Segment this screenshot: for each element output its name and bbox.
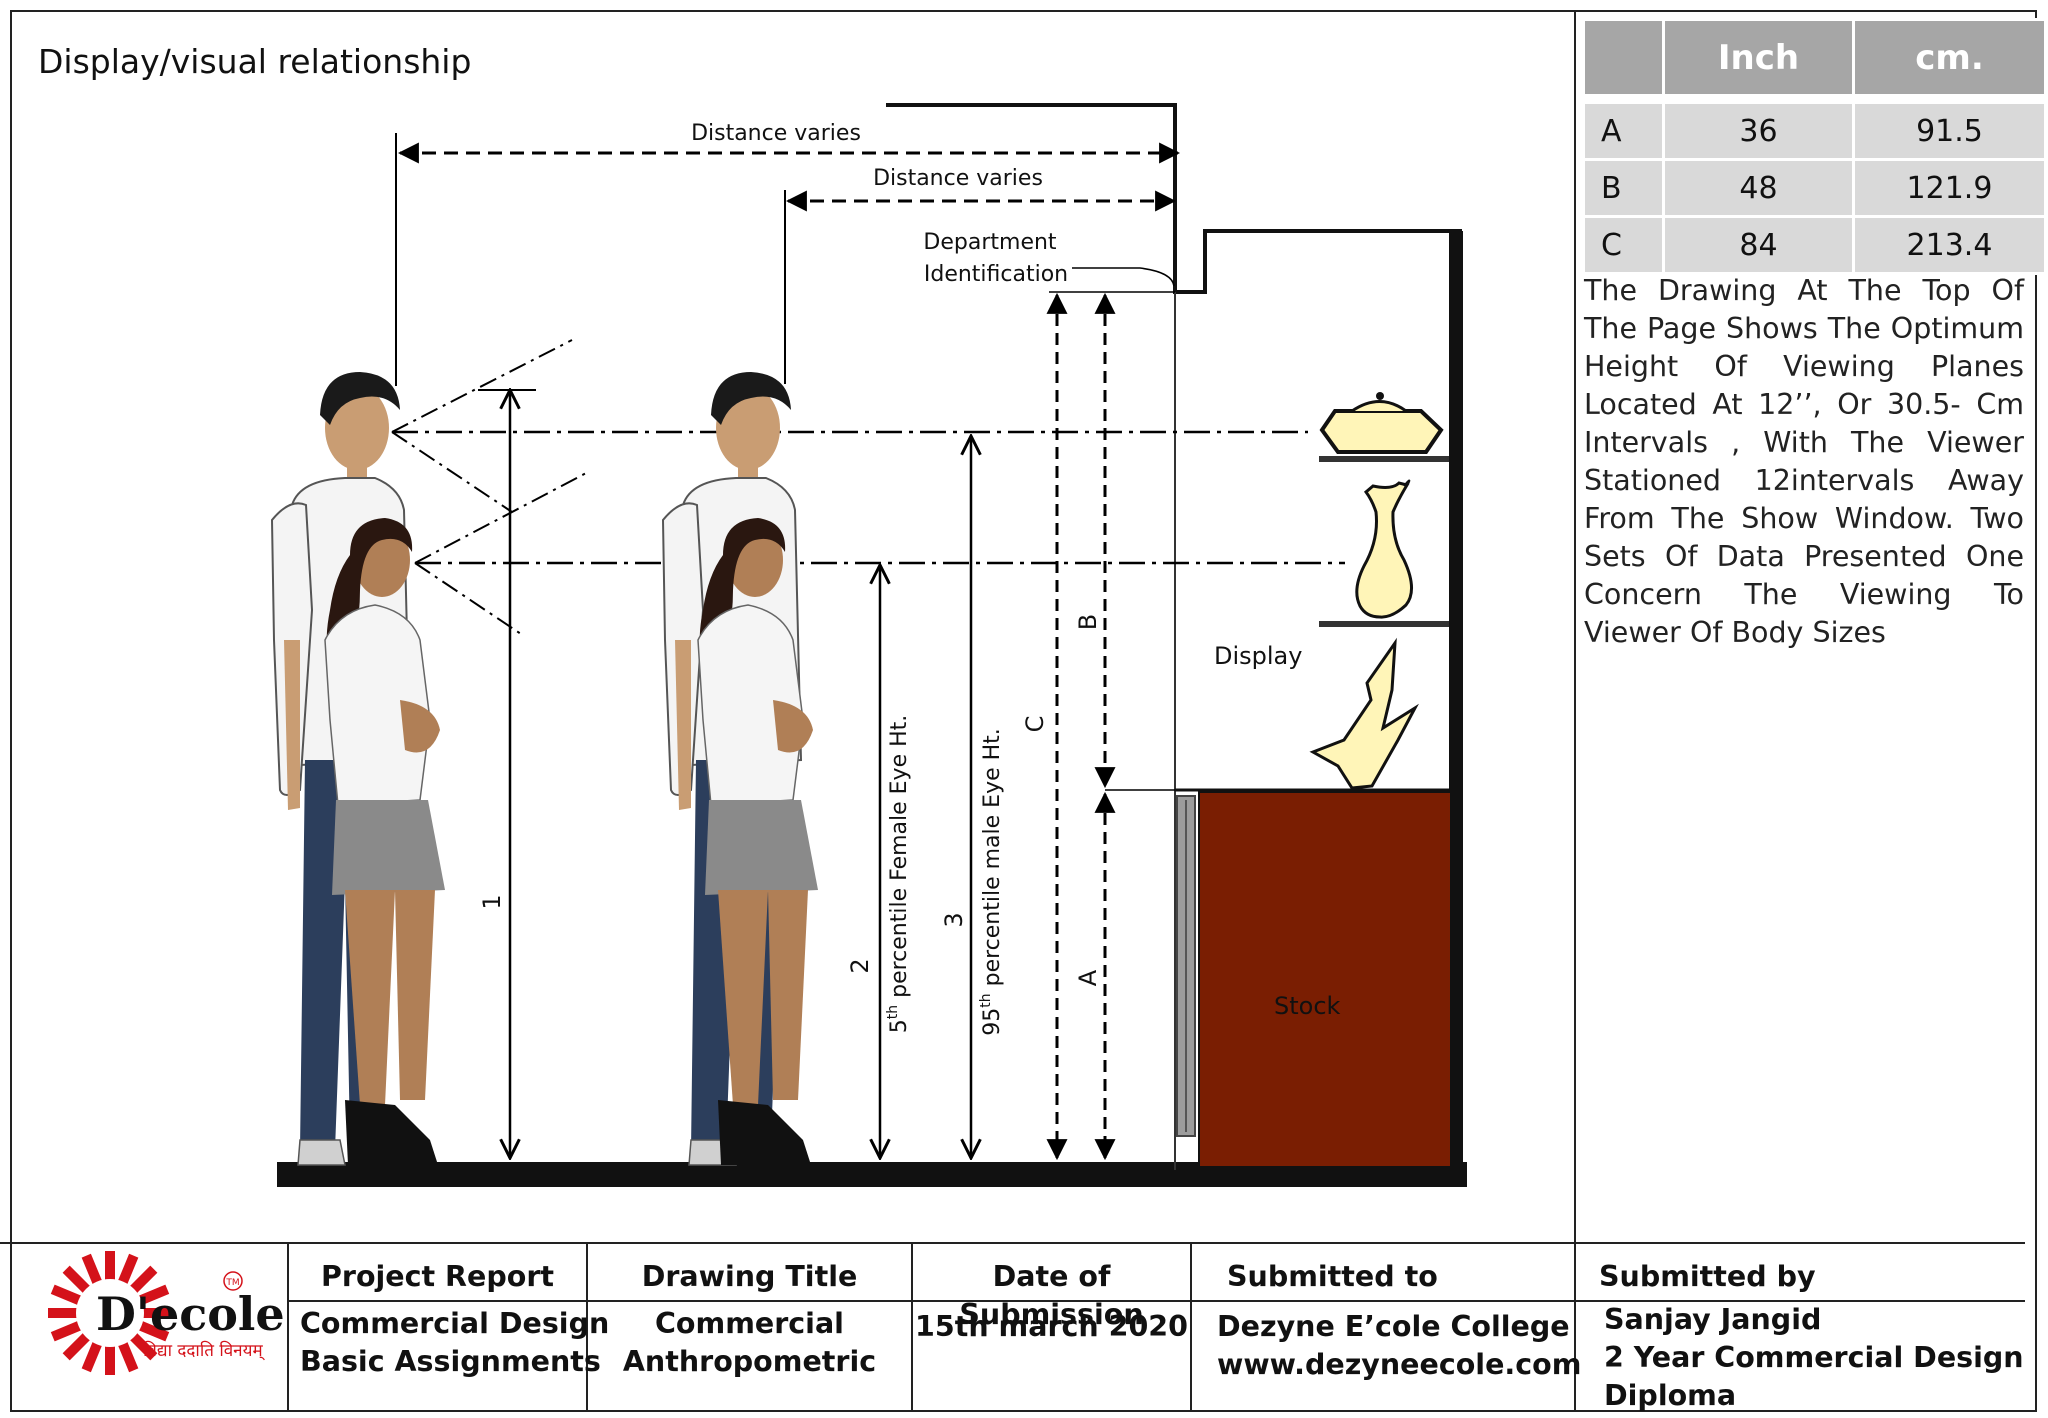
- dimension-c-label: C: [1021, 716, 1049, 733]
- bowl-object: [1319, 392, 1444, 454]
- male-eye-height-label: 95th percentile male Eye Ht.: [978, 728, 1005, 1036]
- table-cell: 48: [1662, 158, 1855, 218]
- table-row: C 84 213.4: [1582, 215, 2047, 275]
- male-sight-cone-bottom: [391, 431, 513, 513]
- dimension-b-label: B: [1074, 614, 1102, 630]
- back-wall: [1449, 231, 1463, 1170]
- distance-1-label: Distance varies: [691, 121, 861, 146]
- shelf-top: [1319, 456, 1449, 462]
- female-figure-1: [324, 518, 445, 1165]
- table-cell: 84: [1662, 215, 1855, 275]
- female-sight-cone-top: [414, 470, 591, 564]
- couple-figure-1: [270, 372, 445, 1166]
- dept-label-line1: Department: [923, 230, 1057, 255]
- dimension-3-label: 3: [940, 912, 968, 927]
- male-sight-cone-top: [391, 339, 573, 433]
- table-cell: 91.5: [1852, 101, 2047, 161]
- table-cell: C: [1582, 215, 1665, 275]
- female-figure-2: [697, 518, 818, 1165]
- table-cell: B: [1582, 158, 1665, 218]
- logo-name: D'ecole: [96, 1287, 285, 1341]
- table-header-row: Inch cm.: [1582, 18, 2047, 97]
- stock-label: Stock: [1274, 992, 1341, 1020]
- table-row: A 36 91.5: [1582, 101, 2047, 161]
- title-block-grid: [287, 1243, 2025, 1411]
- dimension-table: Inch cm. A 36 91.5 B 48 121.9 C 84 213.4: [1582, 18, 2047, 275]
- table-cell: 36: [1662, 101, 1855, 161]
- table-cell: 121.9: [1852, 158, 2047, 218]
- table-cell: A: [1582, 101, 1665, 161]
- table-cell: 213.4: [1852, 215, 2047, 275]
- display-label: Display: [1214, 642, 1302, 670]
- decole-logo: D'ecole विद्या ददाति विनयम् TM: [48, 1251, 285, 1375]
- vase-object: [1355, 479, 1413, 619]
- table-header-inch: Inch: [1662, 18, 1855, 97]
- sculpture-object: [1309, 637, 1419, 790]
- logo-tm: TM: [225, 1278, 239, 1288]
- female-eye-height-label: 5th percentile Female Eye Ht.: [885, 715, 912, 1034]
- female-sight-cone-bottom: [414, 562, 525, 637]
- logo-tagline: विद्या ददाति विनयम्: [143, 1340, 266, 1361]
- shelf-middle: [1319, 621, 1449, 627]
- dimension-2-label: 2: [846, 958, 874, 973]
- page-title: Display/visual relationship: [38, 42, 471, 81]
- dimension-1-label: 1: [478, 894, 506, 909]
- dept-leader-line: [1072, 267, 1175, 287]
- couple-figure-2: [661, 372, 818, 1166]
- dimension-a-label: A: [1074, 969, 1102, 986]
- page-border: [10, 10, 2037, 1412]
- stock-cabinet: [1198, 791, 1452, 1168]
- table-header-cm: cm.: [1852, 18, 2047, 97]
- table-row: B 48 121.9: [1582, 158, 2047, 218]
- dept-label-line2: Identification: [924, 262, 1068, 287]
- table-header-cell: [1582, 18, 1665, 97]
- description-note: The Drawing At The Top Of The Page Shows…: [1584, 274, 2024, 649]
- distance-2-label: Distance varies: [873, 166, 1043, 191]
